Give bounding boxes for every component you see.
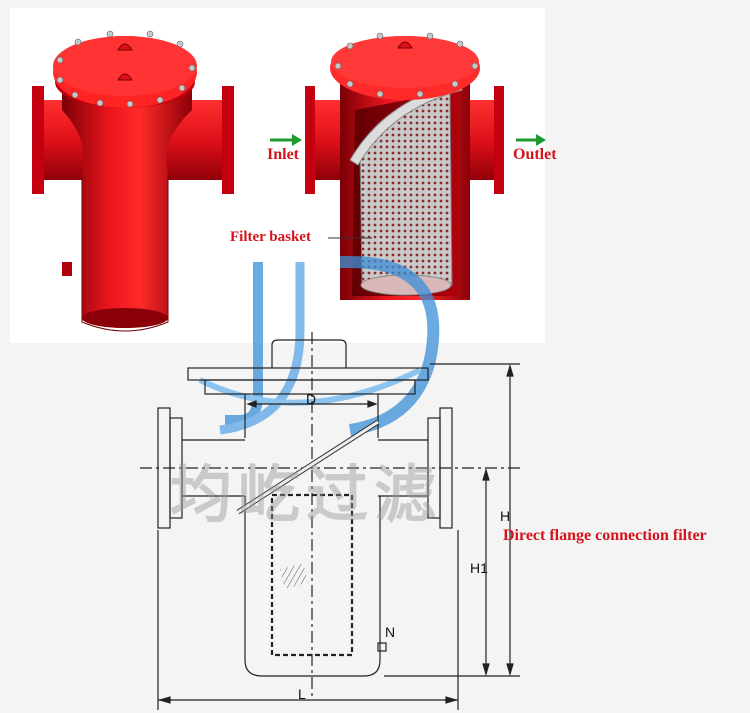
caption-label: Direct flange connection filter <box>503 527 707 544</box>
watermark-text: 均屹过滤 <box>170 458 443 531</box>
exterior-filter-render <box>32 30 234 332</box>
outlet-label: Outlet <box>513 146 557 163</box>
cutaway-filter-render <box>305 32 504 300</box>
filter-basket-label: Filter basket <box>230 229 311 245</box>
dimension-h: H <box>500 508 511 524</box>
dimension-n: N <box>385 624 396 640</box>
technical-drawing <box>140 332 520 710</box>
dimension-l: L <box>298 686 306 702</box>
dimension-h1: H1 <box>470 560 488 576</box>
inlet-arrow-icon <box>270 134 302 146</box>
dimension-d: D <box>306 391 317 407</box>
inlet-label: Inlet <box>267 146 299 163</box>
watermark-logo <box>198 256 440 436</box>
outlet-arrow-icon <box>516 134 546 146</box>
